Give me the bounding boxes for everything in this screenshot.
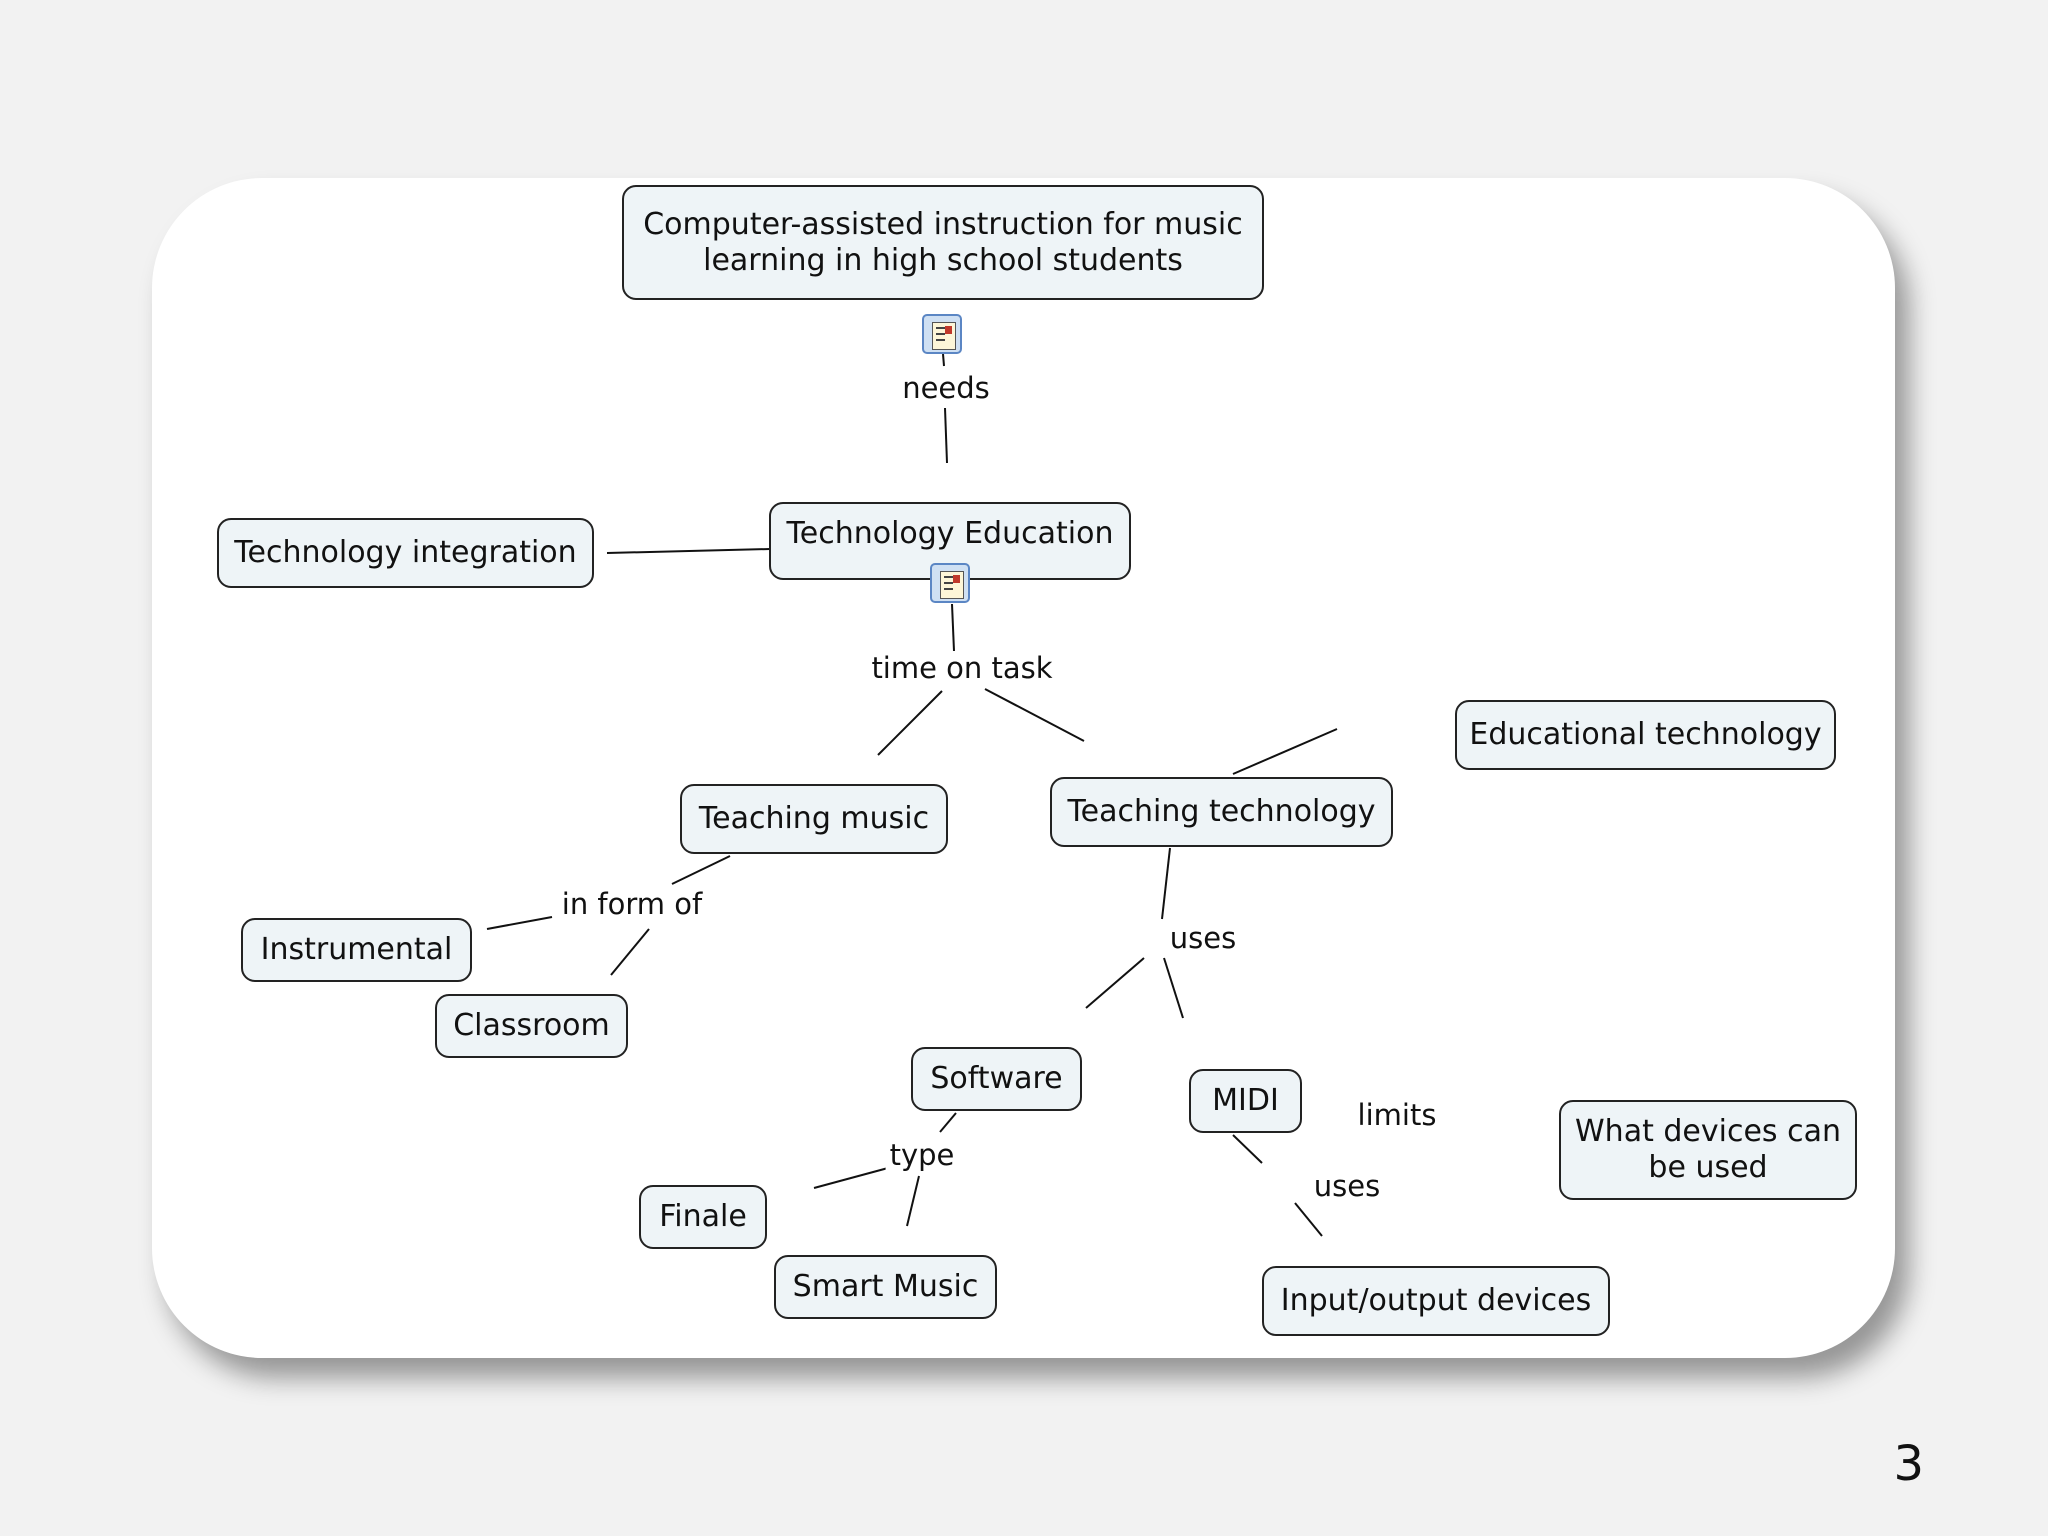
slide-card: Computer-assisted instruction for music … (152, 178, 1895, 1358)
software-concept[interactable]: Software (911, 1047, 1082, 1111)
connector-line (1085, 957, 1145, 1009)
teaching-technology-concept[interactable]: Teaching technology (1050, 777, 1393, 847)
link-label-needs: needs (898, 371, 994, 405)
instrumental-concept[interactable]: Instrumental (241, 918, 472, 982)
finale-concept[interactable]: Finale (639, 1185, 767, 1249)
connector-line (813, 1167, 889, 1189)
root-concept[interactable]: Computer-assisted instruction for music … (622, 185, 1264, 300)
link-label-time-on-task: time on task (867, 651, 1057, 685)
smart-music-concept[interactable]: Smart Music (774, 1255, 997, 1319)
document-sheet (932, 322, 956, 350)
connector-line (1294, 1202, 1323, 1237)
technology-integration-concept[interactable]: Technology integration (217, 518, 594, 588)
connector-line (486, 916, 553, 930)
document-sheet (940, 571, 964, 599)
what-devices-label: What devices can be used (1575, 1114, 1841, 1185)
connector-line (944, 407, 948, 464)
link-label-type: type (885, 1138, 959, 1172)
link-label-in-form-of: in form of (557, 887, 707, 921)
classroom-concept[interactable]: Classroom (435, 994, 628, 1058)
link-label-limits: limits (1353, 1098, 1441, 1132)
teaching-music-concept[interactable]: Teaching music (680, 784, 948, 854)
educational-technology-concept[interactable]: Educational technology (1455, 700, 1836, 770)
connector-line (951, 603, 955, 652)
document-resource-icon[interactable] (922, 314, 962, 354)
connector-line (877, 690, 943, 756)
connector-line (939, 1112, 957, 1133)
connector-line (610, 928, 650, 976)
link-label-uses: uses (1165, 921, 1241, 955)
connector-line (1232, 728, 1338, 775)
connector-line (1161, 847, 1171, 920)
connector-line (1232, 1134, 1263, 1164)
connector-line (671, 855, 731, 885)
document-resource-icon[interactable] (930, 563, 970, 603)
link-label-uses: uses (1309, 1169, 1385, 1203)
connector-line (906, 1175, 920, 1227)
root-concept-label: Computer-assisted instruction for music … (643, 206, 1243, 278)
connector-line (942, 353, 945, 367)
midi-concept[interactable]: MIDI (1189, 1069, 1302, 1133)
input-output-devices-concept[interactable]: Input/output devices (1262, 1266, 1610, 1336)
connector-line (1163, 957, 1184, 1019)
page-number: 3 (1893, 1436, 1924, 1492)
what-devices-concept[interactable]: What devices can be used (1559, 1100, 1857, 1200)
connector-line (984, 688, 1085, 742)
connector-line (606, 548, 771, 554)
